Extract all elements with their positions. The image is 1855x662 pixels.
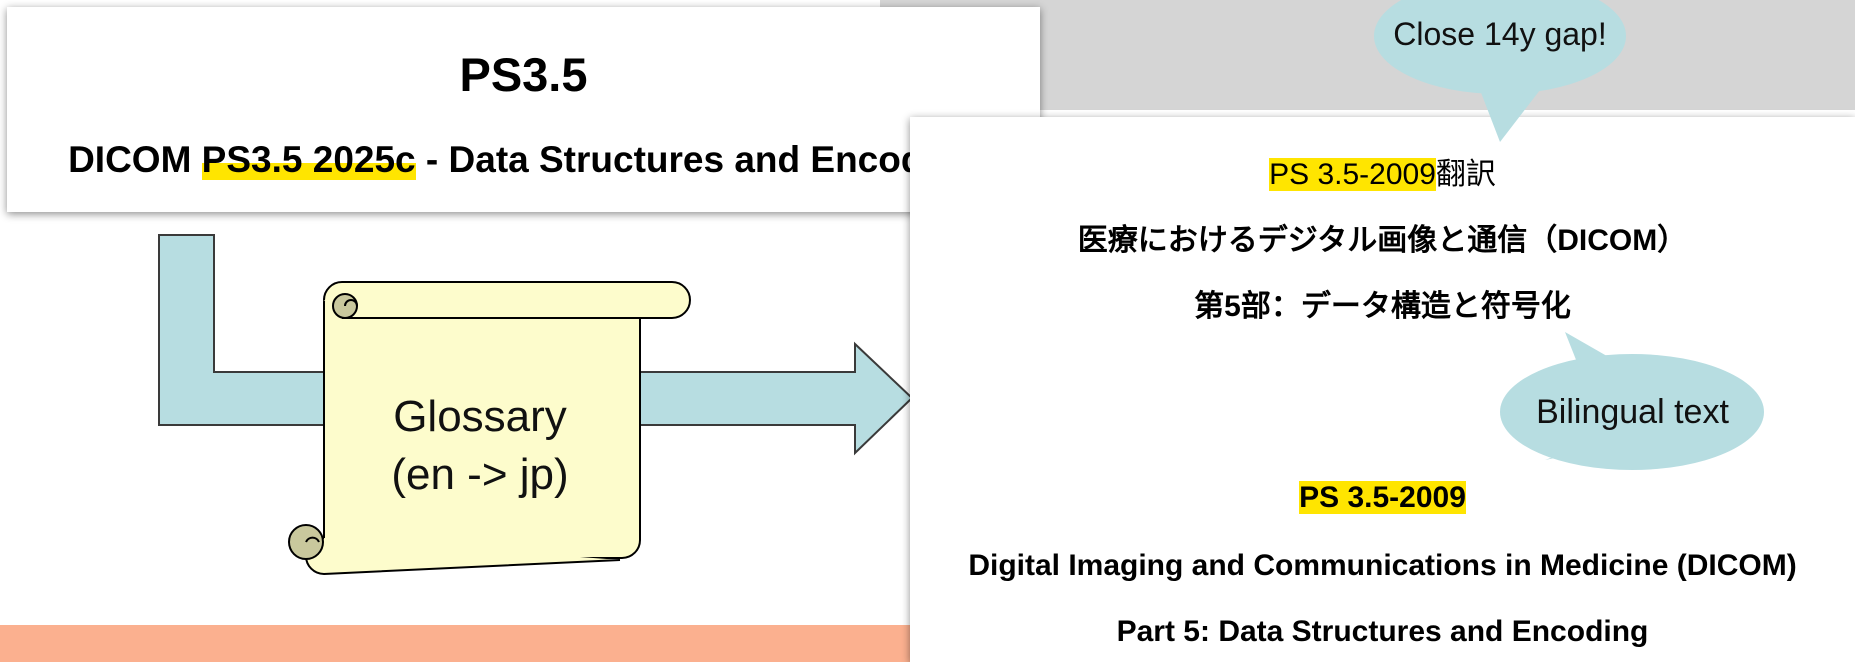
english-document-card: PS3.5 DICOM PS3.5 2025c - Data Structure… <box>7 7 1040 212</box>
glossary-label: Glossary <box>393 392 567 441</box>
translation-version-highlight: PS 3.5-2009 <box>1269 158 1436 191</box>
subtitle-version-highlight: PS3.5 2025c <box>201 139 416 180</box>
english-heading: Digital Imaging and Communications in Me… <box>968 549 1797 582</box>
glossary-direction-label: (en -> jp) <box>391 450 569 499</box>
gap-callout-text: Close 14y gap! <box>1393 16 1607 52</box>
document-title: PS3.5 <box>459 48 588 101</box>
document-subtitle: DICOM PS3.5 2025c - Data Structures and … <box>7 139 1040 181</box>
english-version-highlight: PS 3.5-2009 <box>1299 481 1466 514</box>
subtitle-suffix: - Data Structures and Encoding <box>415 139 979 180</box>
bilingual-callout-text: Bilingual text <box>1536 393 1729 431</box>
japanese-translation-card: PS 3.5-2009翻訳 医療におけるデジタル画像と通信（DICOM） 第5部… <box>910 117 1855 662</box>
english-part-title: Part 5: Data Structures and Encoding <box>1116 615 1649 648</box>
english-version: PS 3.5-2009 <box>910 481 1855 515</box>
subtitle-prefix: DICOM <box>68 139 202 180</box>
translation-suffix: 翻訳 <box>1435 158 1496 191</box>
japanese-part-title: 第5部：データ構造と符号化 <box>1194 290 1571 323</box>
translation-title: PS 3.5-2009翻訳 <box>910 149 1855 193</box>
background-gray-panel <box>880 0 1855 110</box>
japanese-heading: 医療におけるデジタル画像と通信（DICOM） <box>1077 224 1688 257</box>
